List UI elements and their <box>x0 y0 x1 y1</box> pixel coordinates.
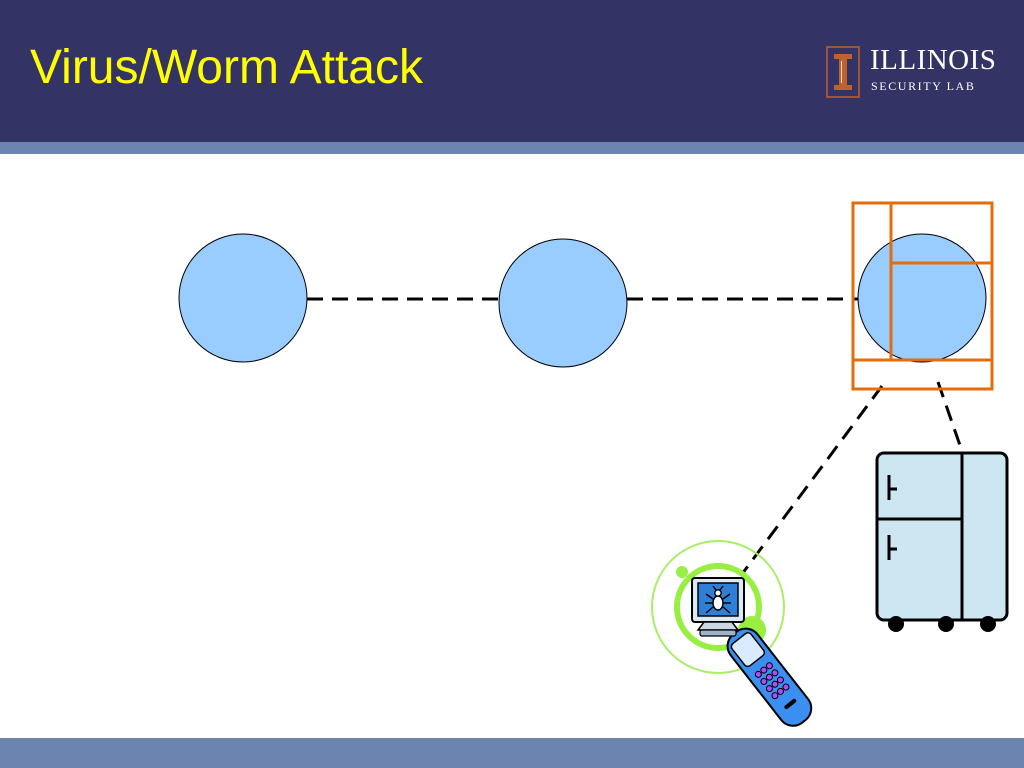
slide-header: Virus/Worm Attack ILLINOIS SECURITY LAB <box>0 0 1024 142</box>
logo-subtitle-text: SECURITY LAB <box>871 79 976 93</box>
network-node-3 <box>857 233 987 363</box>
illinois-block-i-icon <box>826 46 860 98</box>
slide-footer-bar <box>0 738 1024 768</box>
logo-name-text: ILLINOIS <box>870 44 997 76</box>
refrigerator-icon <box>875 451 1009 632</box>
link-node-3-refrigerator <box>936 381 965 455</box>
header-stripe <box>0 142 1024 154</box>
network-node-1 <box>178 233 308 363</box>
bug-icon <box>705 585 731 614</box>
network-node-2 <box>498 238 628 368</box>
link-node-3-phone <box>740 385 884 575</box>
network-diagram <box>178 201 1009 727</box>
illinois-security-lab-logo: ILLINOIS SECURITY LAB <box>826 46 1016 100</box>
attack-highlight-frame <box>851 201 994 391</box>
slide-title: Virus/Worm Attack <box>30 41 423 94</box>
infected-cell-phone-icon <box>651 540 813 727</box>
